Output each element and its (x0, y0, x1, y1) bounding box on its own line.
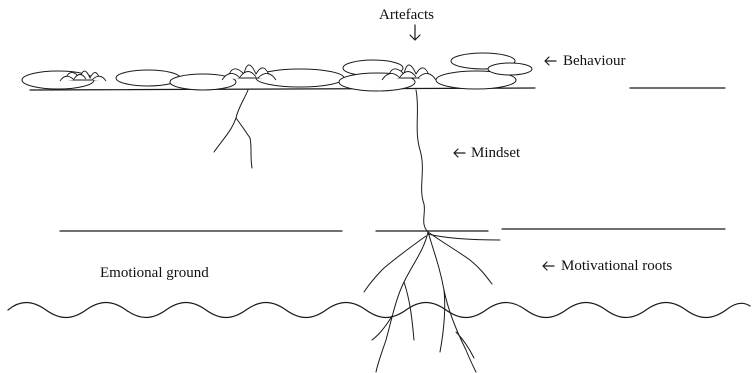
mindset-label: Mindset (471, 146, 520, 161)
behaviour-label: Behaviour (563, 54, 625, 69)
motivational-roots-label: Motivational roots (561, 259, 672, 274)
lily-pad (488, 63, 532, 75)
emotional-ground-wave (8, 303, 750, 318)
emotional-ground-label: Emotional ground (100, 266, 209, 281)
mindset-boundary-line (60, 229, 725, 231)
motivational-roots-drawing (364, 232, 500, 372)
artefacts-label: Artefacts (379, 8, 434, 23)
lily-stem-right (416, 90, 428, 232)
lily-stem-middle (214, 90, 252, 168)
lily-pads (22, 53, 532, 91)
lily-flower-middle (222, 65, 276, 80)
motivational-roots-arrow (543, 262, 554, 270)
mindset-arrow (454, 149, 465, 157)
artefacts-arrow (410, 25, 420, 40)
behaviour-arrow (545, 57, 556, 65)
